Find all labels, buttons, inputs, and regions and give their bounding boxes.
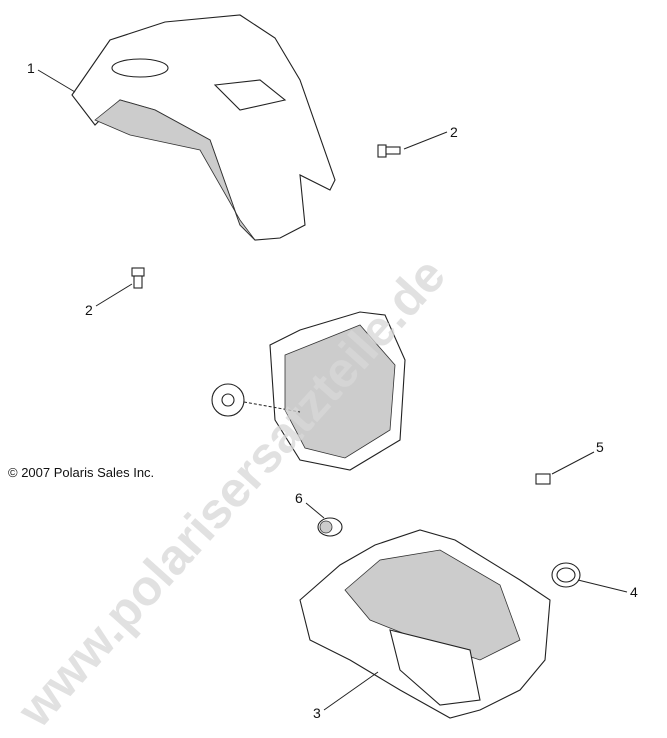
callout-2: 2 bbox=[450, 124, 458, 140]
clip bbox=[535, 473, 551, 485]
copyright-notice: © 2007 Polaris Sales Inc. bbox=[8, 465, 155, 480]
callout-5: 5 bbox=[596, 439, 604, 455]
upper-cowl bbox=[71, 14, 336, 241]
lower-cowl bbox=[299, 529, 551, 719]
callout-4: 4 bbox=[630, 584, 638, 600]
callout-6: 6 bbox=[295, 490, 303, 506]
callout-3: 3 bbox=[313, 705, 321, 721]
headlight-assembly bbox=[211, 311, 406, 471]
screw bbox=[377, 144, 401, 158]
callout-2: 2 bbox=[85, 302, 93, 318]
seal-ring bbox=[551, 562, 581, 588]
screw bbox=[131, 267, 145, 289]
callout-1: 1 bbox=[27, 60, 35, 76]
grommet bbox=[317, 517, 343, 537]
callouts: 1 2 2 3 4 5 6 bbox=[27, 60, 638, 721]
